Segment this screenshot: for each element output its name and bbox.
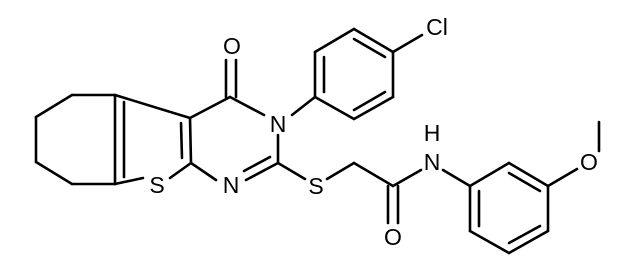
- bond-n-aryl2: [441, 168, 472, 188]
- bond-c2-s: [276, 161, 307, 181]
- bond-pyrimidine-5: [189, 161, 218, 182]
- bond-thiophene-3: [168, 161, 193, 180]
- bond-ch2-co: [352, 161, 395, 188]
- bond-aryl2-5-double: [507, 171, 542, 193]
- bond-pyrimidine-4: [244, 161, 280, 182]
- bond-co-n: [391, 168, 423, 188]
- bond-aryl2-6: [468, 161, 511, 188]
- bond-aryl-3: [352, 27, 395, 54]
- bonds: [34, 27, 601, 255]
- bond-thiophene-fused: [188, 116, 193, 165]
- bond-cyclohexane-4: [34, 160, 74, 186]
- atom-o-methoxy: O: [580, 149, 598, 175]
- bond-aryl-5: [352, 95, 395, 121]
- atom-n3: N: [270, 111, 287, 137]
- atom-n-ring: N: [223, 172, 240, 198]
- bond-aryl-3-double: [352, 37, 387, 59]
- bond-pyrimidine-1: [188, 95, 232, 120]
- bond-s-ch2: [325, 161, 356, 181]
- atom-nh-h: H: [424, 120, 441, 146]
- bond-cyclohexane-2: [34, 93, 74, 119]
- atom-nh-n: N: [424, 149, 441, 175]
- bond-thiophene-1: [113, 93, 192, 120]
- atom-s-thiophene: S: [149, 172, 164, 198]
- bond-aryl2-5: [507, 161, 550, 188]
- bond-aryl2-3: [507, 229, 550, 255]
- bond-aryl2-2: [468, 229, 511, 255]
- bond-aryl-5-double: [352, 90, 387, 112]
- atom-cl: Cl: [426, 14, 448, 40]
- bond-pyrimidine-2: [228, 95, 266, 117]
- bond-n-aryl: [290, 95, 317, 117]
- bond-pyrimidine-4-double: [242, 155, 272, 173]
- bond-aryl-2: [313, 27, 356, 54]
- bond-aryl-6: [313, 95, 356, 121]
- bond-aryl-cl: [391, 33, 424, 54]
- atom-labels: Cl O N N S S N H O O: [149, 14, 598, 250]
- bond-aryl2-3-double: [507, 224, 542, 245]
- atom-o-ketone: O: [223, 33, 241, 59]
- atom-s-thioether: S: [308, 173, 323, 199]
- bond-aryl2-o: [546, 167, 579, 188]
- atom-o-amide: O: [384, 224, 402, 250]
- bond-thiophene-fused-double: [179, 121, 184, 160]
- bond-thiophene-2: [113, 176, 145, 186]
